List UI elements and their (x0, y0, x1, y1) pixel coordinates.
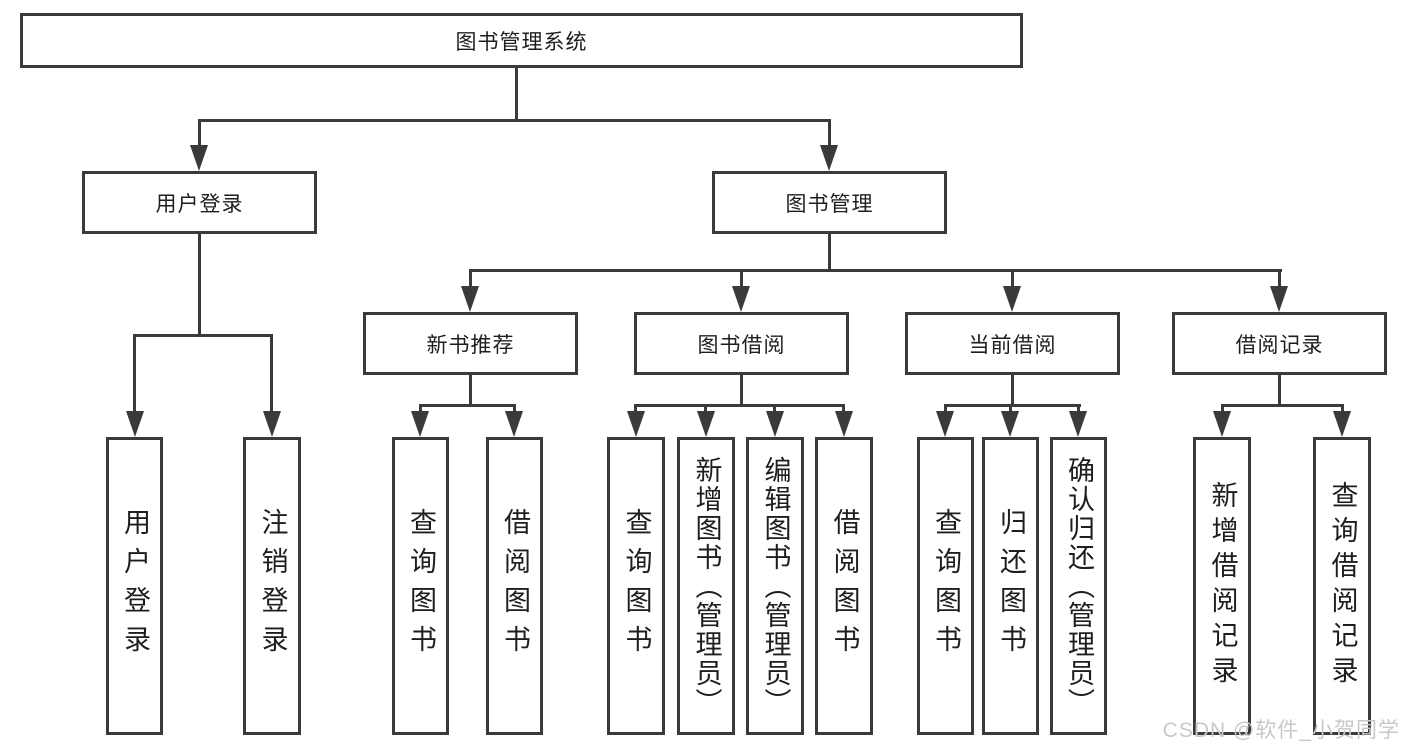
leaf-nb-borrow-books-label: 借阅图书 (500, 508, 530, 664)
node-user-login: 用户登录 (82, 171, 317, 234)
connector-line (740, 269, 743, 288)
connector-line (133, 334, 136, 412)
leaf-bb-query-books-label: 查询图书 (621, 508, 652, 664)
connector-arrowhead (461, 286, 479, 312)
node-book-management: 图书管理 (712, 171, 947, 234)
connector-arrowhead (732, 286, 750, 312)
leaf-nb-query-books-label: 查询图书 (406, 508, 436, 664)
connector-arrowhead (1003, 286, 1021, 312)
leaf-bb-edit-books-admin-label: 编辑图书（管理员） (760, 455, 791, 717)
node-user-login-label: 用户登录 (155, 192, 244, 216)
connector-arrowhead (190, 145, 208, 171)
connector-arrowhead (627, 411, 645, 437)
connector-line (773, 404, 776, 413)
node-new-book-recommend: 新书推荐 (363, 312, 578, 375)
connector-line (1009, 404, 1012, 413)
connector-line (1221, 404, 1224, 413)
leaf-nb-query-books: 查询图书 (392, 437, 449, 735)
connector-line (198, 234, 201, 337)
leaf-bb-borrow-books: 借阅图书 (815, 437, 873, 735)
connector-arrowhead (1069, 411, 1087, 437)
leaf-cb-confirm-return-admin-label: 确认归还（管理员） (1064, 455, 1094, 717)
connector-arrowhead (936, 411, 954, 437)
leaf-nb-borrow-books: 借阅图书 (486, 437, 543, 735)
connector-line (1011, 269, 1014, 288)
leaf-user-login: 用户登录 (106, 437, 163, 735)
node-current-borrow: 当前借阅 (905, 312, 1120, 375)
connector-line (1221, 404, 1344, 407)
leaf-cb-query-books-label: 查询图书 (931, 508, 961, 664)
connector-line (419, 404, 422, 413)
connector-line (842, 404, 845, 413)
connector-line (270, 334, 273, 412)
connector-line (419, 404, 516, 407)
connector-arrowhead (411, 411, 429, 437)
connector-line (944, 404, 947, 413)
connector-line (469, 269, 1282, 272)
node-root-label: 图书管理系统 (455, 30, 588, 54)
connector-arrowhead (1270, 286, 1288, 312)
leaf-br-query-record-label: 查询借阅记录 (1327, 481, 1358, 691)
node-current-borrow-label: 当前借阅 (968, 333, 1057, 357)
node-root: 图书管理系统 (20, 13, 1023, 68)
connector-arrowhead (766, 411, 784, 437)
connector-line (513, 404, 516, 413)
connector-line (740, 375, 743, 407)
connector-arrowhead (820, 145, 838, 171)
connector-arrowhead (835, 411, 853, 437)
node-borrow-records: 借阅记录 (1172, 312, 1387, 375)
leaf-br-add-record: 新增借阅记录 (1193, 437, 1251, 735)
watermark: CSDN @软件_小贺同学 (1162, 719, 1400, 742)
connector-line (133, 334, 273, 337)
leaf-bb-add-books-admin-label: 新增图书（管理员） (691, 455, 722, 717)
leaf-bb-query-books: 查询图书 (607, 437, 665, 735)
connector-line (469, 269, 472, 288)
connector-line (1341, 404, 1344, 413)
leaf-br-add-record-label: 新增借阅记录 (1207, 481, 1238, 691)
leaf-cb-confirm-return-admin: 确认归还（管理员） (1050, 437, 1107, 735)
node-book-borrow: 图书借阅 (634, 312, 849, 375)
connector-line (198, 119, 201, 147)
leaf-bb-edit-books-admin: 编辑图书（管理员） (746, 437, 804, 735)
connector-line (828, 234, 831, 272)
node-borrow-records-label: 借阅记录 (1235, 333, 1324, 357)
connector-line (198, 119, 831, 122)
connector-arrowhead (697, 411, 715, 437)
connector-line (1278, 269, 1281, 288)
connector-line (1077, 404, 1080, 413)
connector-arrowhead (1333, 411, 1351, 437)
connector-line (634, 404, 637, 413)
connector-line (704, 404, 707, 413)
leaf-bb-add-books-admin: 新增图书（管理员） (677, 437, 735, 735)
leaf-cb-query-books: 查询图书 (917, 437, 974, 735)
node-book-management-label: 图书管理 (785, 192, 874, 216)
connector-line (1011, 375, 1014, 407)
connector-arrowhead (505, 411, 523, 437)
leaf-bb-borrow-books-label: 借阅图书 (829, 508, 860, 664)
leaf-logout-label: 注销登录 (257, 508, 288, 664)
connector-line (469, 375, 472, 407)
leaf-logout: 注销登录 (243, 437, 301, 735)
leaf-br-query-record: 查询借阅记录 (1313, 437, 1371, 735)
connector-line (828, 119, 831, 147)
leaf-cb-return-books-label: 归还图书 (996, 508, 1026, 664)
connector-line (634, 404, 845, 407)
node-new-book-recommend-label: 新书推荐 (426, 333, 515, 357)
connector-line (515, 66, 518, 121)
connector-arrowhead (126, 411, 144, 437)
connector-arrowhead (263, 411, 281, 437)
connector-arrowhead (1001, 411, 1019, 437)
leaf-cb-return-books: 归还图书 (982, 437, 1039, 735)
connector-line (1278, 375, 1281, 407)
connector-arrowhead (1213, 411, 1231, 437)
node-book-borrow-label: 图书借阅 (697, 333, 786, 357)
leaf-user-login-label: 用户登录 (120, 508, 150, 664)
connector-line (944, 404, 1081, 407)
